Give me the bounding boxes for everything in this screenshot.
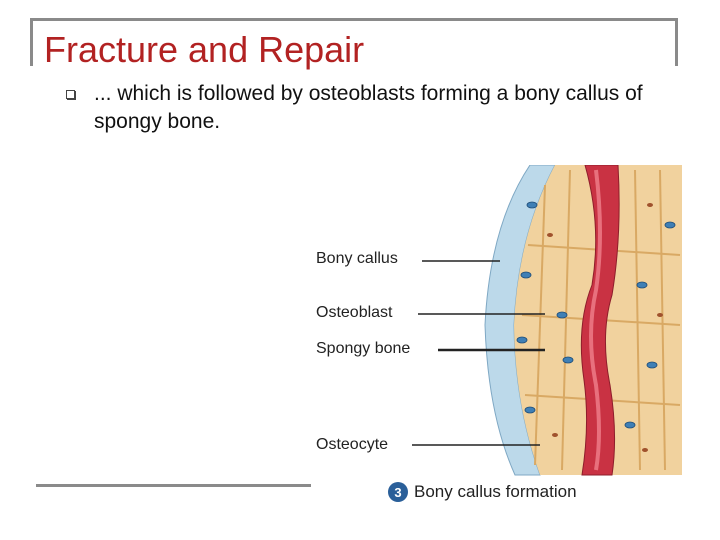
label-spongy-bone: Spongy bone xyxy=(316,340,411,357)
bone-callus-drawing xyxy=(412,164,682,476)
bone-repair-illustration xyxy=(300,164,690,510)
step-number-badge: 3 xyxy=(388,482,408,502)
osteocyte-cells xyxy=(547,203,663,452)
label-bony-callus: Bony callus xyxy=(316,250,398,267)
frame-left-line xyxy=(30,18,33,66)
square-bullet-icon xyxy=(66,90,75,99)
slide-title: Fracture and Repair xyxy=(44,29,365,70)
osteoblast-cells xyxy=(516,201,676,429)
bullet-text: ... which is followed by osteoblasts for… xyxy=(94,82,643,133)
figure-caption: 3 Bony callus formation xyxy=(388,482,577,502)
label-osteocyte: Osteocyte xyxy=(316,436,389,453)
blood-vessel xyxy=(580,164,620,476)
frame-bottom-line xyxy=(36,484,311,487)
label-osteoblast: Osteoblast xyxy=(316,304,393,321)
caption-text: Bony callus formation xyxy=(414,482,577,501)
frame-right-line xyxy=(675,18,678,66)
frame-top-line xyxy=(30,18,678,21)
blood-vessel-highlight xyxy=(589,169,602,471)
